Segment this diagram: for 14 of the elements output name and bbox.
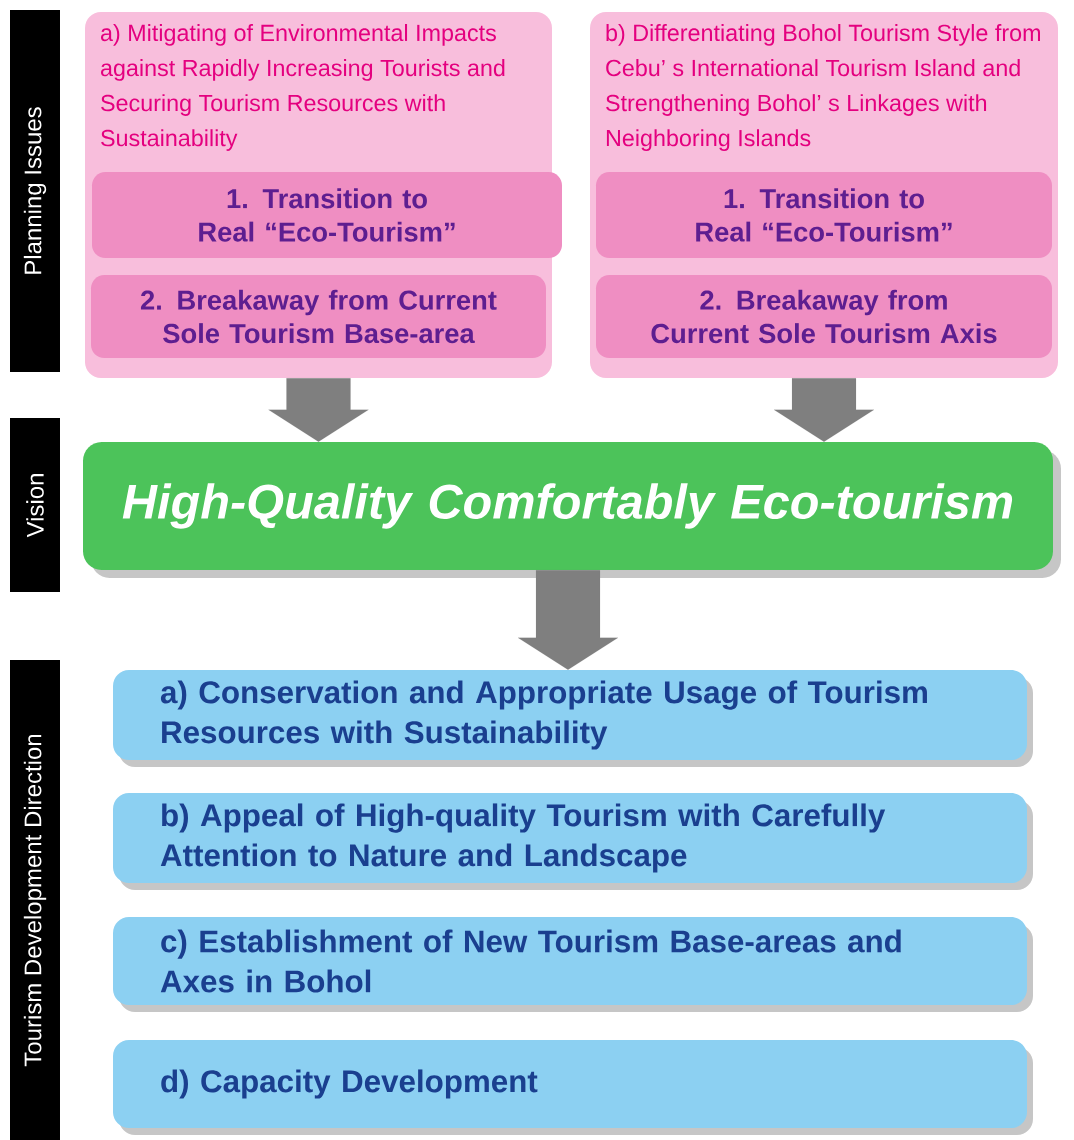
direction-box: c) Establishment of New Tourism Base-areas and Axes in Bohol — [113, 917, 1033, 1012]
block-arrow — [517, 570, 619, 670]
section-label-band: Vision — [10, 418, 60, 592]
vision-box: High-Quality Comfortably Eco-tourism — [83, 442, 1061, 578]
direction-box: b) Appeal of High-quality Tourism with Carefully Attention to Nature and Landscape — [113, 793, 1033, 890]
block-arrow — [268, 378, 369, 442]
section-label-band: Planning Issues — [10, 10, 60, 372]
issue-box: 2. Breakaway from Current Sole Tourism Base-area — [91, 275, 546, 358]
direction-box: a) Conservation and Appropriate Usage of Tourism Resources with Sustainability — [113, 670, 1033, 767]
issue-box: 2. Breakaway from Current Sole Tourism Axis — [596, 275, 1052, 358]
issue-box: 1. Transition to Real “Eco-Tourism” — [596, 172, 1052, 258]
section-label-band: Tourism Development Direction — [10, 660, 60, 1140]
direction-box: d) Capacity Development — [113, 1040, 1033, 1135]
block-arrow — [773, 378, 875, 442]
